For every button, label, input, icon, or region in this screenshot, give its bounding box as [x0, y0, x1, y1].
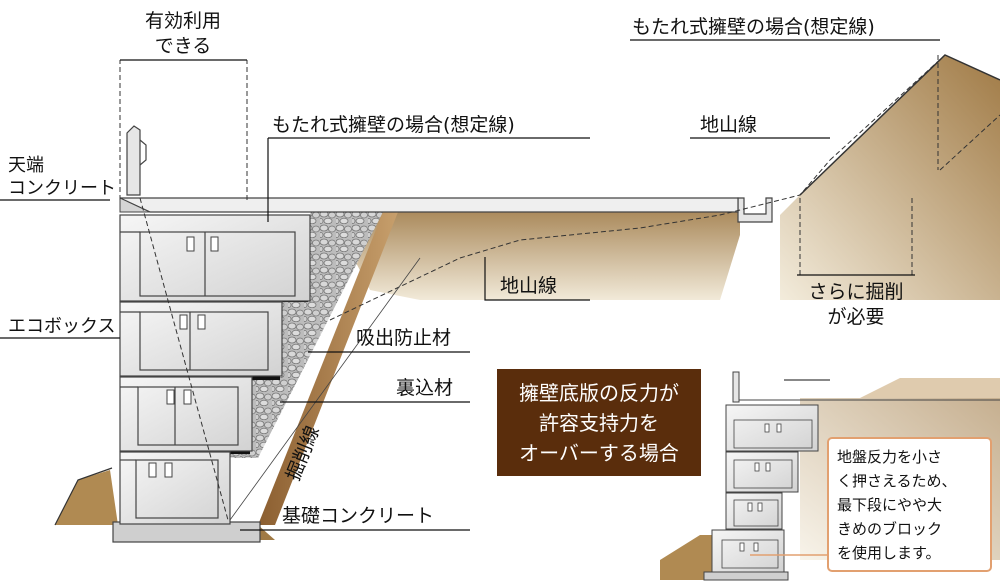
hill-soil: [780, 55, 1000, 300]
block-stack: [119, 214, 311, 525]
gutter: [737, 197, 773, 223]
further-excavation-label-2: が必要: [827, 306, 884, 328]
note-line-3: 最下段にやや大: [837, 496, 943, 514]
top-platform: [119, 197, 739, 213]
foundation-concrete-label: 基礎コンクリート: [282, 505, 434, 527]
usable-width-label-1: 有効利用: [145, 10, 221, 32]
fence-post: [126, 125, 141, 196]
leaning-wall-right-label: もたれ式擁壁の場合(想定線): [632, 16, 875, 38]
note-line-5: を使用します。: [837, 544, 941, 562]
guide-lines: [119, 54, 1000, 521]
further-excavation-label-1: さらに掘削: [808, 281, 903, 303]
backfill-gravel: [230, 212, 383, 458]
top-concrete-label-1: 天端: [8, 155, 44, 176]
note-line-2: く押さえるため、: [837, 472, 957, 490]
leader-lines: [0, 39, 940, 531]
suction-prevention-label: 吸出防止材: [356, 327, 451, 349]
ground-soil: [330, 212, 740, 300]
callout-line-1: 擁壁底版の反力が: [519, 380, 679, 405]
foundation-concrete: [112, 521, 261, 543]
ground-line-lower-label: 地山線: [500, 275, 557, 297]
callout-line-3: オーバーする場合: [519, 440, 679, 465]
eco-box-label: エコボックス: [8, 316, 115, 337]
note-box: 地盤反力を小さ く押さえるため、 最下段にやや大 きめのブロック を使用します。: [827, 437, 992, 572]
block-holes: [148, 236, 219, 478]
excavation-slope: [258, 212, 398, 525]
note-line-4: きめのブロック: [837, 520, 943, 538]
callout-line-2: 許容支持力を: [539, 410, 659, 435]
leaning-wall-label: もたれ式擁壁の場合(想定線): [272, 114, 515, 136]
usable-width-label-2: できる: [155, 35, 212, 57]
backfill-label: 裏込材: [396, 377, 453, 399]
note-line-1: 地盤反力を小さ: [837, 448, 943, 466]
top-concrete-label-2: コンクリート: [8, 178, 116, 199]
ground-line-upper-label: 地山線: [700, 114, 757, 136]
callout-box: 擁壁底版の反力が 許容支持力を オーバーする場合: [497, 369, 701, 476]
front-soil: [55, 470, 118, 525]
